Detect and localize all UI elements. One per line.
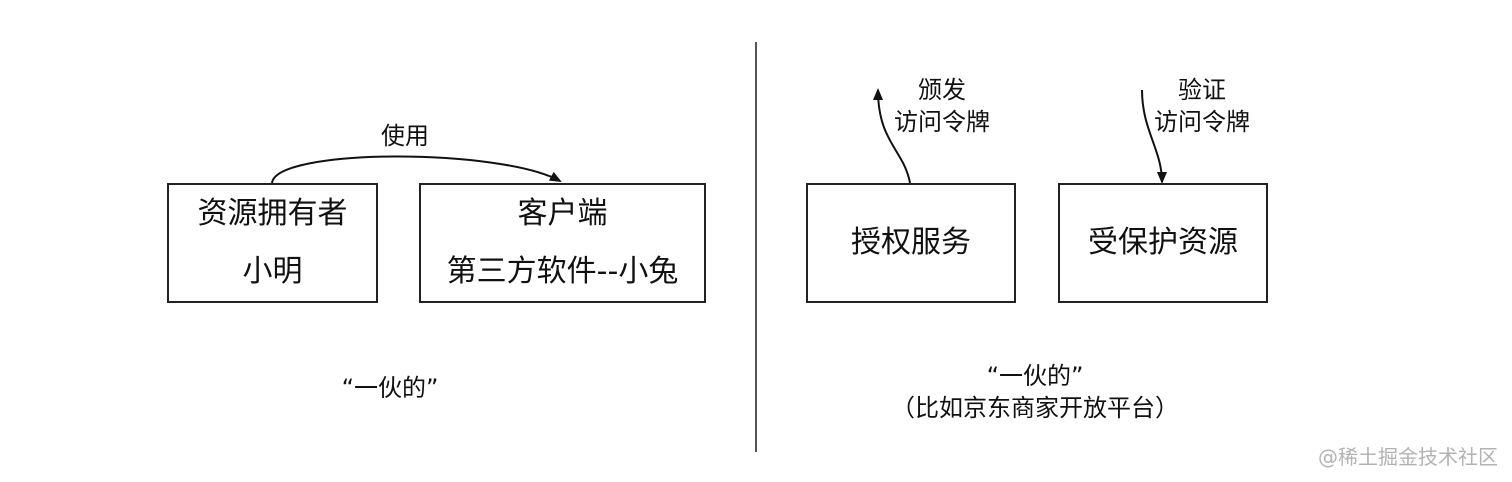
- right-group-caption: “一伙的” （比如京东商家开放平台）: [870, 360, 1200, 424]
- use-arrow: [271, 155, 562, 184]
- resource-owner-title: 资源拥有者: [197, 196, 348, 231]
- client-box: 客户端 第三方软件--小兔: [419, 183, 706, 303]
- authorization-server-label: 授权服务: [851, 225, 971, 260]
- resource-owner-box: 资源拥有者 小明: [167, 183, 378, 303]
- right-group-caption-line1: “一伙的”: [986, 362, 1084, 390]
- verify-token-label: 验证 访问令牌: [1140, 74, 1264, 138]
- authorization-server-box: 授权服务: [806, 183, 1016, 303]
- vertical-divider: [755, 42, 757, 452]
- resource-owner-name: 小明: [242, 254, 303, 289]
- issue-token-line2: 访问令牌: [894, 108, 990, 136]
- use-edge-label: 使用: [381, 122, 429, 150]
- left-group-caption: “一伙的”: [341, 374, 439, 402]
- watermark-text: @稀土掘金技术社区: [1318, 445, 1498, 469]
- protected-resource-label: 受保护资源: [1088, 225, 1238, 260]
- verify-token-line1: 验证: [1178, 76, 1226, 104]
- client-name: 第三方软件--小兔: [446, 254, 679, 289]
- issue-token-line1: 颁发: [918, 76, 966, 104]
- right-group-caption-line2: （比如京东商家开放平台）: [891, 394, 1179, 422]
- client-title: 客户端: [517, 196, 608, 231]
- verify-token-line2: 访问令牌: [1154, 108, 1250, 136]
- protected-resource-box: 受保护资源: [1058, 183, 1268, 303]
- issue-token-label: 颁发 访问令牌: [880, 74, 1004, 138]
